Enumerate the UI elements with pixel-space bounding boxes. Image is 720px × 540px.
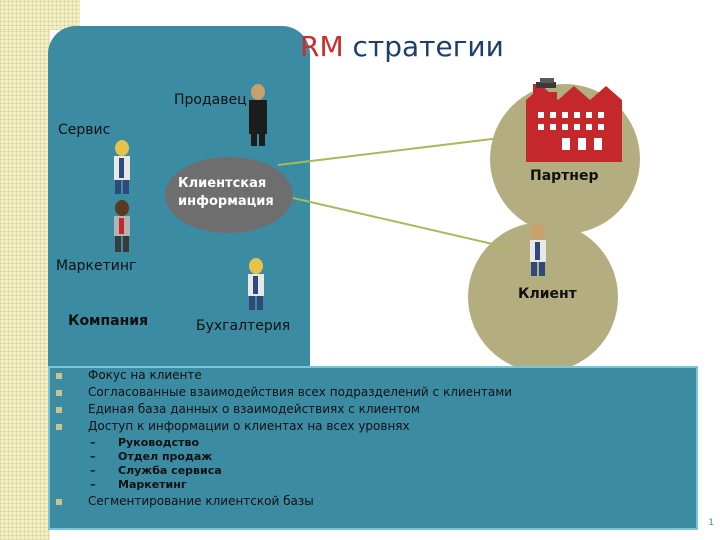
sub-list-item: –Служба сервиса — [90, 464, 222, 478]
dash-icon: – — [90, 436, 96, 449]
factory-icon — [526, 78, 622, 162]
sub-list-item: –Руководство — [90, 436, 222, 450]
dash-icon: – — [90, 464, 96, 477]
client-info-line2: информация — [178, 193, 274, 211]
connector-client — [280, 195, 510, 248]
list-item: Согласованные взаимодействия всех подраз… — [56, 385, 512, 402]
sub-list-item: –Отдел продаж — [90, 450, 222, 464]
list-item-last: Сегментирование клиентской базы — [56, 494, 314, 508]
label-kompaniya: Компания — [68, 313, 148, 329]
list-item: Доступ к информации о клиентах на всех у… — [56, 419, 512, 436]
marketing-figure-icon — [114, 200, 130, 252]
bullet-square-icon — [56, 373, 62, 379]
sub-bullet-list: –Руководство –Отдел продаж –Служба серви… — [90, 436, 222, 492]
bullet-square-icon — [56, 499, 62, 505]
salesperson-figure-icon — [249, 84, 267, 146]
client-info-line1: Клиентская — [178, 175, 274, 193]
label-marketing: Маркетинг — [56, 258, 136, 274]
client-figure-icon — [530, 224, 546, 276]
client-info-text: Клиентская информация — [178, 175, 274, 211]
label-partner: Партнер — [530, 168, 599, 184]
list-item: Фокус на клиенте — [56, 368, 512, 385]
bullet-square-icon — [56, 424, 62, 430]
bullet-list: Фокус на клиенте Согласованные взаимодей… — [56, 368, 512, 436]
label-bukhgalteriya: Бухгалтерия — [196, 318, 290, 334]
bullet-square-icon — [56, 390, 62, 396]
service-figure-icon — [114, 140, 130, 194]
sub-list-item: –Маркетинг — [90, 478, 222, 492]
label-prodavets: Продавец — [174, 92, 247, 108]
label-client: Клиент — [518, 286, 577, 302]
bullet-square-icon — [56, 407, 62, 413]
dash-icon: – — [90, 450, 96, 463]
dash-icon: – — [90, 478, 96, 491]
page-number: 1 — [708, 518, 714, 528]
label-servis: Сервис — [58, 122, 110, 138]
connector-partner — [278, 138, 500, 165]
list-item: Единая база данных о взаимодействиях с к… — [56, 402, 512, 419]
accountant-figure-icon — [248, 258, 264, 310]
